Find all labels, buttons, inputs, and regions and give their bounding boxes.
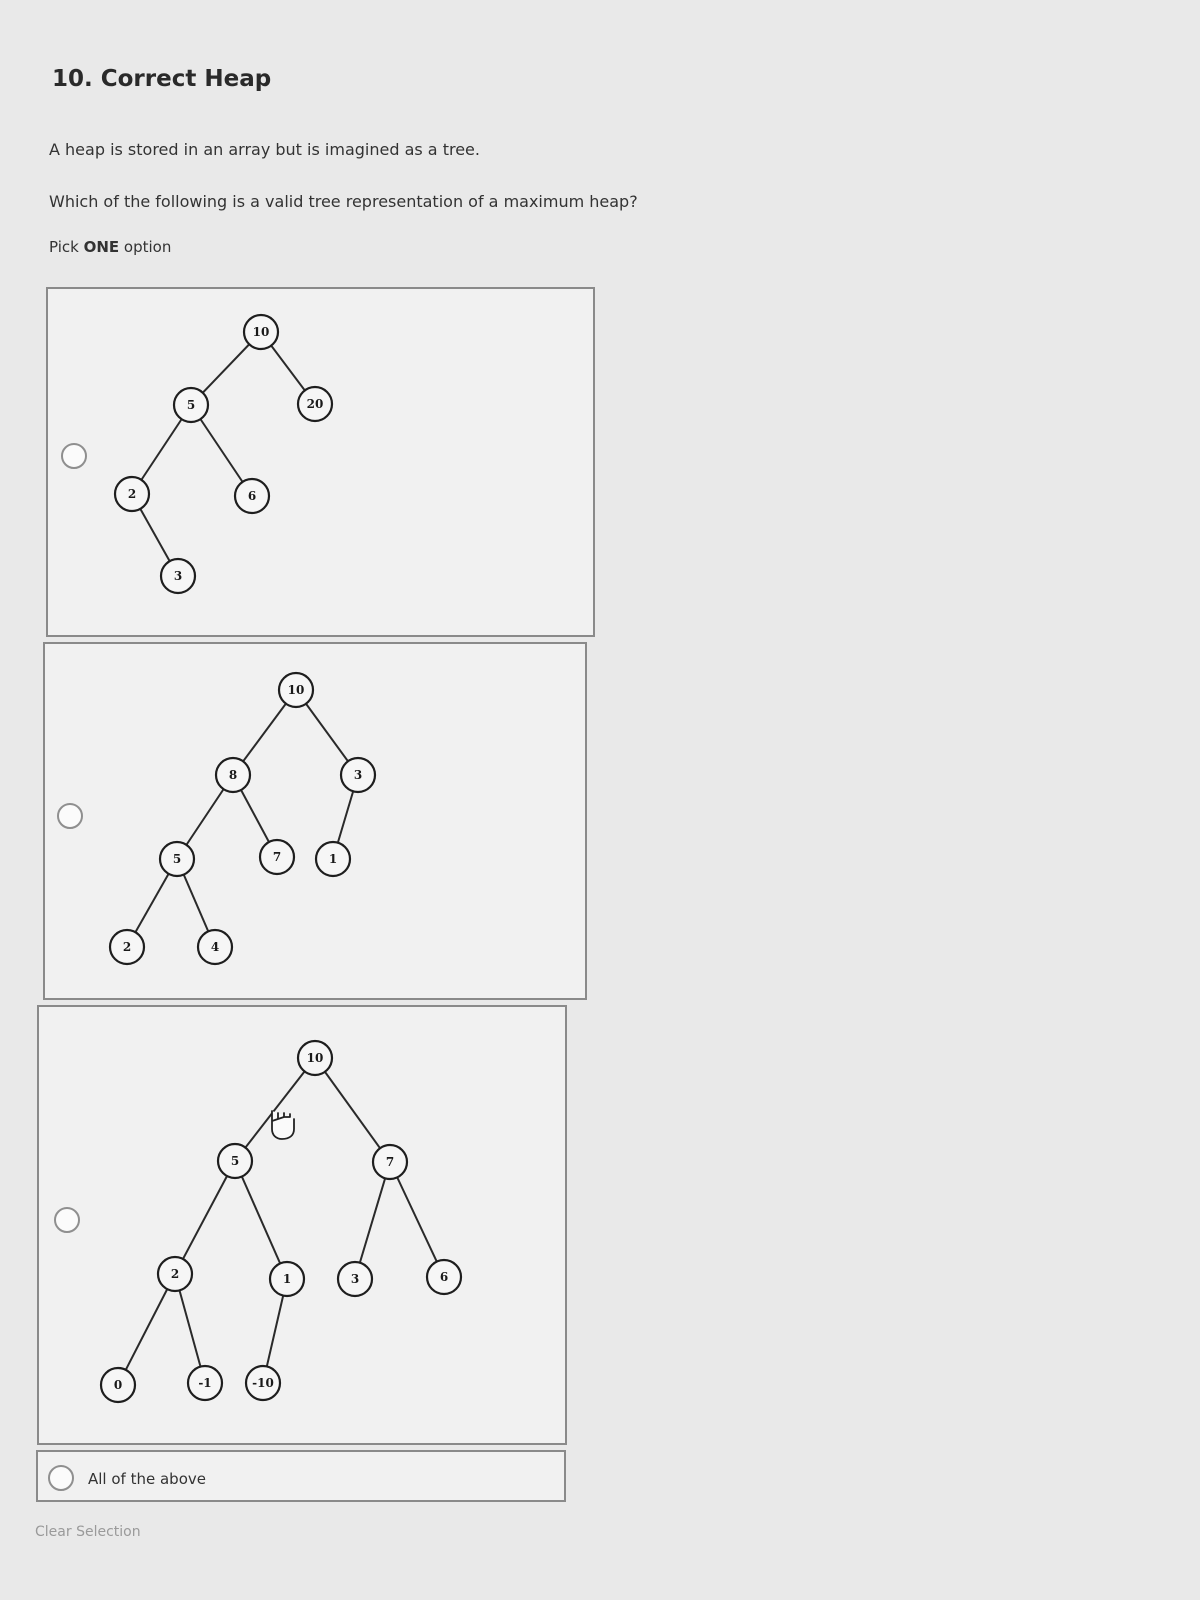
tree-node-label: 20 <box>307 397 324 411</box>
tree-node-label: 10 <box>288 683 305 697</box>
option-2-radio[interactable] <box>57 803 83 829</box>
tree-node: 1 <box>314 840 352 878</box>
tree-edge <box>174 1160 236 1275</box>
tree-node: 7 <box>371 1143 409 1181</box>
tree-node-circle <box>216 1142 254 1180</box>
tree-node-circle <box>277 671 315 709</box>
tree-node: 5 <box>158 840 196 878</box>
tree-node: 2 <box>156 1255 194 1293</box>
question-text-line2: Which of the following is a valid tree r… <box>49 192 638 211</box>
pick-instruction: Pick ONE option <box>49 238 172 256</box>
tree-node-circle <box>244 1364 282 1402</box>
tree-node: 10 <box>277 671 315 709</box>
tree-node-circle <box>339 756 377 794</box>
tree-node-circle <box>314 840 352 878</box>
tree-node-circle <box>172 386 210 424</box>
tree-node-label: 6 <box>440 1270 448 1284</box>
option-1-box[interactable] <box>46 287 595 637</box>
tree-node-circle <box>425 1258 463 1296</box>
pick-count: ONE <box>83 238 120 256</box>
tree-node-circle <box>113 475 151 513</box>
tree-node: 2 <box>108 928 146 966</box>
tree-node: 6 <box>425 1258 463 1296</box>
tree-node-label: 2 <box>171 1267 179 1281</box>
tree-edge <box>234 1160 288 1280</box>
tree-node-label: -1 <box>198 1376 211 1390</box>
tree-node-circle <box>296 1039 334 1077</box>
tree-node-label: 0 <box>114 1378 122 1392</box>
tree-node-label: 3 <box>174 569 182 583</box>
tree-node-circle <box>336 1260 374 1298</box>
tree-node: 4 <box>196 928 234 966</box>
tree-node-label: 3 <box>354 768 362 782</box>
tree-node: 6 <box>233 477 271 515</box>
tree-node: 3 <box>339 756 377 794</box>
tree-node-label: 5 <box>187 398 195 412</box>
question-text-line1: A heap is stored in an array but is imag… <box>49 140 480 159</box>
option-3-radio[interactable] <box>54 1207 80 1233</box>
tree-node: 5 <box>216 1142 254 1180</box>
tree-node-circle <box>196 928 234 966</box>
tree-edge <box>314 1057 391 1163</box>
tree-node-circle <box>258 838 296 876</box>
tree-node-circle <box>156 1255 194 1293</box>
question-title: 10. Correct Heap <box>52 66 272 92</box>
tree-node: 8 <box>214 756 252 794</box>
tree-node: 10 <box>242 313 280 351</box>
tree-node-label: 10 <box>253 325 270 339</box>
tree-node: 20 <box>296 385 334 423</box>
option-1-radio[interactable] <box>61 443 87 469</box>
tree-node-circle <box>268 1260 306 1298</box>
hand-pointer-cursor-icon <box>271 1110 295 1140</box>
tree-node: 3 <box>159 557 197 595</box>
tree-node-label: 7 <box>273 850 281 864</box>
tree-node-label: 5 <box>173 852 181 866</box>
tree-node-circle <box>233 477 271 515</box>
tree-node-circle <box>214 756 252 794</box>
tree-node-label: 1 <box>329 852 337 866</box>
tree-node-label: 2 <box>128 487 136 501</box>
tree-node: 1 <box>268 1260 306 1298</box>
tree-node-circle <box>99 1366 137 1404</box>
tree-node-label: 5 <box>231 1154 239 1168</box>
tree-node: -10 <box>244 1364 282 1402</box>
tree-edge <box>117 1273 176 1386</box>
tree-node: 5 <box>172 386 210 424</box>
option-4-box[interactable] <box>36 1450 566 1502</box>
tree-node-circle <box>186 1364 224 1402</box>
tree-node-circle <box>108 928 146 966</box>
tree-node-circle <box>158 840 196 878</box>
tree-node: 10 <box>296 1039 334 1077</box>
tree-node-circle <box>371 1143 409 1181</box>
tree-node-label: 1 <box>283 1272 291 1286</box>
tree-node-label: 4 <box>211 940 219 954</box>
tree-node: 2 <box>113 475 151 513</box>
tree-edge <box>389 1161 445 1278</box>
tree-edge <box>234 1057 316 1162</box>
tree-edge <box>174 1273 206 1384</box>
option-4-radio[interactable] <box>48 1465 74 1491</box>
tree-node: 3 <box>336 1260 374 1298</box>
option-4-label[interactable]: All of the above <box>88 1470 206 1488</box>
tree-node: -1 <box>186 1364 224 1402</box>
tree-node-label: 10 <box>307 1051 324 1065</box>
tree-node-label: 2 <box>123 940 131 954</box>
tree-node: 0 <box>99 1366 137 1404</box>
tree-node-circle <box>296 385 334 423</box>
clear-selection-link[interactable]: Clear Selection <box>35 1524 141 1540</box>
tree-edge <box>354 1161 391 1280</box>
tree-node-label: 8 <box>229 768 237 782</box>
tree-node-label: -10 <box>252 1376 274 1390</box>
tree-node-circle <box>159 557 197 595</box>
tree-edge <box>190 404 253 497</box>
tree-node-label: 6 <box>248 489 256 503</box>
tree-node-label: 7 <box>386 1155 394 1169</box>
tree-node: 7 <box>258 838 296 876</box>
tree-node-circle <box>242 313 280 351</box>
tree-node-label: 3 <box>351 1272 359 1286</box>
